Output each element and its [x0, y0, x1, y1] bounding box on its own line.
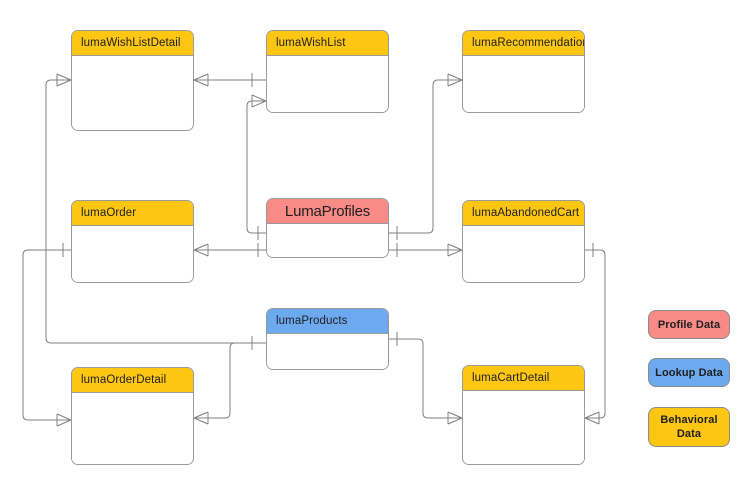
entity-LumaProfiles[interactable]: LumaProfiles — [266, 198, 389, 258]
crowsfoot-recommendation-left — [447, 73, 463, 87]
crowsfoot-wishlistdetail-left — [56, 73, 72, 87]
legend-item-profile-data[interactable]: Profile Data — [648, 310, 730, 339]
entity-header-label: lumaProducts — [267, 309, 388, 334]
entity-header-label: lumaAbandonedCart — [463, 201, 584, 226]
legend-label: Lookup Data — [655, 366, 723, 379]
crowsfoot-wishlistdetail-right — [193, 73, 209, 87]
entity-lumaOrder[interactable]: lumaOrder — [71, 200, 194, 283]
entity-body — [463, 226, 584, 282]
entity-header-label: lumaCartDetail — [463, 366, 584, 391]
connector-profiles-recommendation[interactable] — [389, 79, 462, 234]
legend-item-lookup-data[interactable]: Lookup Data — [648, 358, 730, 387]
connector-profiles-wishlist[interactable] — [246, 100, 266, 234]
legend-label: Behavioral Data — [660, 414, 718, 440]
entity-body — [267, 224, 388, 257]
entity-body — [72, 226, 193, 282]
crowsfoot-abandonedcart-left — [447, 243, 463, 257]
connector-products-cartdetail[interactable] — [389, 338, 462, 419]
entity-body — [267, 334, 388, 369]
entity-header-label: LumaProfiles — [267, 199, 388, 224]
entity-header-label: lumaWishListDetail — [72, 31, 193, 56]
entity-header-label: lumaWishList — [267, 31, 388, 56]
crowsfoot-orderdetail-right — [193, 411, 209, 425]
entity-lumaWishList[interactable]: lumaWishList — [266, 30, 389, 113]
legend-label: Profile Data — [657, 318, 721, 331]
entity-lumaCartDetail[interactable]: lumaCartDetail — [462, 365, 585, 465]
entity-body — [267, 56, 388, 112]
entity-header-label: lumaOrderDetail — [72, 368, 193, 393]
connector-products-orderdetail[interactable] — [194, 342, 236, 419]
entity-body — [463, 56, 584, 112]
entity-lumaWishListDetail[interactable]: lumaWishListDetail — [71, 30, 194, 131]
entity-body — [72, 393, 193, 464]
crowsfoot-cartdetail-right — [584, 411, 600, 425]
entity-lumaRecommendation[interactable]: lumaRecommendation — [462, 30, 585, 113]
crowsfoot-wishlist-lower-left — [251, 94, 267, 108]
crowsfoot-orderdetail-left — [56, 413, 72, 427]
connector-abandonedcart-cartdetail[interactable] — [585, 249, 606, 419]
entity-lumaAbandonedCart[interactable]: lumaAbandonedCart — [462, 200, 585, 283]
crowsfoot-order-right — [193, 243, 209, 257]
entity-body — [72, 56, 193, 130]
crowsfoot-cartdetail-left — [447, 411, 463, 425]
entity-lumaOrderDetail[interactable]: lumaOrderDetail — [71, 367, 194, 465]
entity-header-label: lumaRecommendation — [463, 31, 584, 56]
entity-header-label: lumaOrder — [72, 201, 193, 226]
connector-wishlistdetail-products[interactable] — [45, 79, 266, 344]
entity-lumaProducts[interactable]: lumaProducts — [266, 308, 389, 370]
connector-order-orderdetail[interactable] — [22, 249, 71, 421]
legend-item-behavioral-data[interactable]: Behavioral Data — [648, 407, 730, 447]
entity-body — [463, 391, 584, 464]
